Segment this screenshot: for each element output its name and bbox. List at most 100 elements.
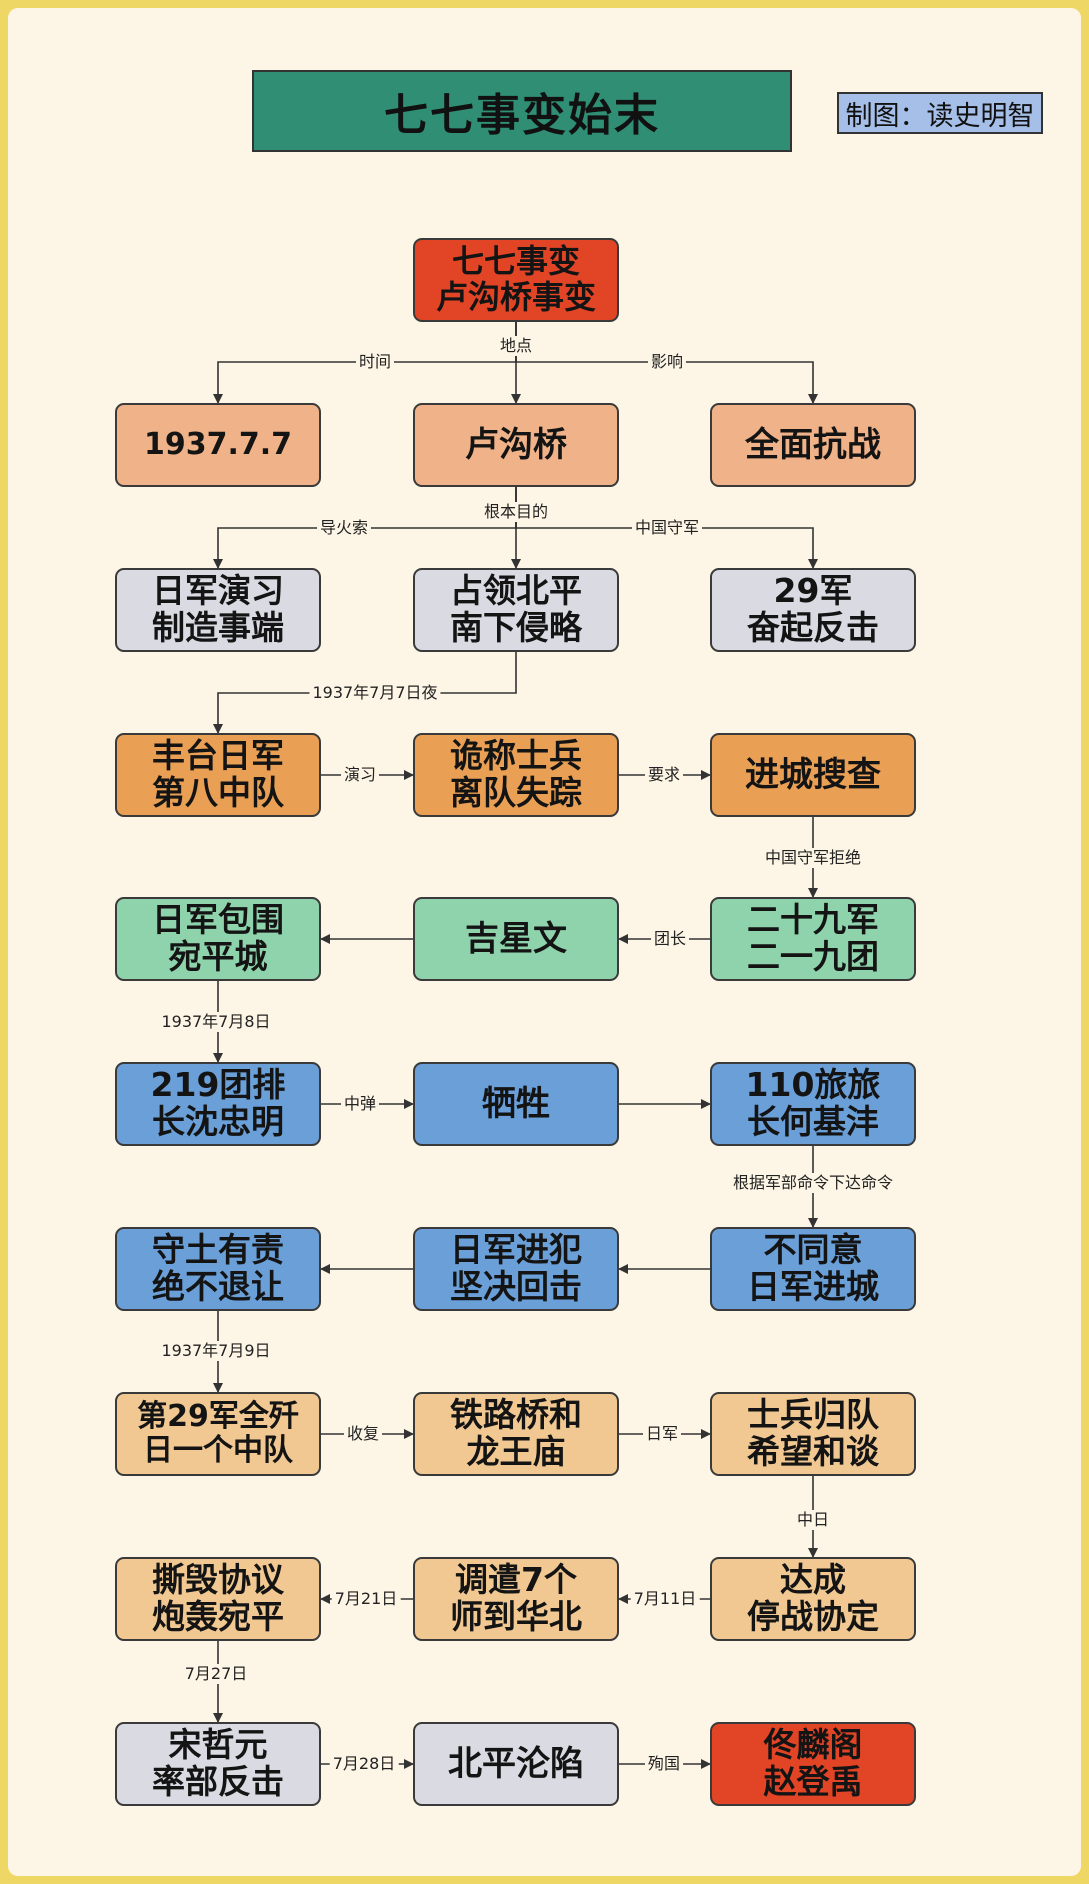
edge-label-song-fall: 7月28日 — [329, 1754, 399, 1774]
edge-label-divisions-tear: 7月21日 — [331, 1589, 401, 1609]
edge-label-defend-annihilate: 1937年7月9日 — [158, 1341, 274, 1361]
edge-label-reg219-ji: 团长 — [650, 929, 690, 949]
node-text-line: 不同意 — [763, 1230, 863, 1270]
node-text-line: 日军包围 — [152, 900, 284, 940]
node-text-line: 坚决回击 — [450, 1267, 582, 1306]
node-reg219: 二十九军二一九团 — [710, 897, 916, 981]
edge-label-place-army29: 中国守军 — [631, 518, 703, 538]
node-text-line: 制造事端 — [152, 608, 284, 647]
node-text-line: 日一个中队 — [143, 1433, 293, 1468]
page-title: 七七事变始末 — [252, 70, 792, 152]
node-text-line: 第29军全歼 — [137, 1399, 299, 1435]
node-fall: 北平沦陷 — [413, 1722, 619, 1806]
node-defend: 守土有责绝不退让 — [115, 1227, 321, 1311]
node-text-line: 日军进城 — [747, 1267, 879, 1306]
node-text-line: 卢沟桥事变 — [435, 278, 596, 316]
node-text-line: 长何基沣 — [747, 1102, 879, 1141]
node-text-line: 全面抗战 — [745, 424, 881, 465]
node-text-line: 宋哲元 — [168, 1725, 268, 1765]
node-refuse: 不同意日军进城 — [710, 1227, 916, 1311]
node-peace: 士兵归队希望和谈 — [710, 1392, 916, 1476]
node-drill: 日军演习制造事端 — [115, 568, 321, 652]
node-text-line: 师到华北 — [450, 1597, 582, 1636]
node-fengtai: 丰台日军第八中队 — [115, 733, 321, 817]
node-impact: 全面抗战 — [710, 403, 916, 487]
node-tear: 撕毁协议炮轰宛平 — [115, 1557, 321, 1641]
node-text-line: 炮轰宛平 — [152, 1597, 284, 1636]
node-ceasefire: 达成停战协定 — [710, 1557, 916, 1641]
node-text-line: 日军进犯 — [450, 1230, 582, 1270]
edge-label-fengtai-missing: 演习 — [340, 765, 380, 785]
node-search: 进城搜查 — [710, 733, 916, 817]
node-text-line: 七七事变 — [451, 242, 580, 281]
node-missing: 诡称士兵离队失踪 — [413, 733, 619, 817]
node-text-line: 29军 — [773, 571, 853, 611]
node-text-line: 牺牲 — [482, 1083, 550, 1124]
node-text-line: 宛平城 — [168, 937, 268, 976]
edge-label-fall-martyrs: 殉国 — [644, 1754, 684, 1774]
node-text-line: 卢沟桥 — [465, 424, 567, 465]
edge-label-missing-search: 要求 — [644, 765, 684, 785]
node-text-line: 调遣7个 — [455, 1560, 577, 1600]
node-text-line: 长沈忠明 — [152, 1102, 284, 1141]
edge-label-bridge-peace: 日军 — [642, 1424, 682, 1444]
node-bridge: 铁路桥和龙王庙 — [413, 1392, 619, 1476]
node-text-line: 二十九军 — [747, 900, 879, 940]
node-text-line: 铁路桥和 — [450, 1395, 582, 1435]
node-annihilate: 第29军全歼日一个中队 — [115, 1392, 321, 1476]
node-root: 七七事变卢沟桥事变 — [413, 238, 619, 322]
node-place: 卢沟桥 — [413, 403, 619, 487]
node-text-line: 龙王庙 — [466, 1432, 566, 1471]
node-text-line: 离队失踪 — [450, 773, 582, 812]
node-text-line: 日军演习 — [152, 571, 284, 611]
node-text-line: 第八中队 — [152, 773, 284, 812]
node-ji: 吉星文 — [413, 897, 619, 981]
edge-label-he-refuse: 根据军部命令下达命令 — [729, 1173, 897, 1193]
node-text-line: 绝不退让 — [152, 1267, 284, 1306]
node-text-line: 占领北平 — [450, 571, 582, 611]
node-text-line: 110旅旅 — [745, 1065, 881, 1105]
node-text-line: 奋起反击 — [747, 608, 879, 647]
node-siege: 日军包围宛平城 — [115, 897, 321, 981]
node-text-line: 丰台日军 — [152, 736, 284, 776]
node-text-line: 达成 — [780, 1560, 846, 1600]
edge-label-root-impact: 影响 — [647, 352, 687, 372]
node-shen: 219团排长沈忠明 — [115, 1062, 321, 1146]
edge-label-place-goal: 根本目的 — [480, 502, 552, 522]
node-he: 110旅旅长何基沣 — [710, 1062, 916, 1146]
node-text-line: 南下侵略 — [450, 608, 582, 647]
node-martyrs: 佟麟阁赵登禹 — [710, 1722, 916, 1806]
node-text-line: 赵登禹 — [763, 1762, 863, 1801]
node-text-line: 佟麟阁 — [763, 1725, 863, 1765]
edge-label-siege-shen: 1937年7月8日 — [158, 1012, 274, 1032]
node-song: 宋哲元率部反击 — [115, 1722, 321, 1806]
edge-label-goal-fengtai: 1937年7月7日夜 — [309, 683, 441, 703]
node-text-line: 希望和谈 — [747, 1432, 879, 1471]
edge-label-search-reg219: 中国守军拒绝 — [761, 848, 865, 868]
edge-label-ceasefire-divisions: 7月11日 — [630, 1589, 700, 1609]
node-text-line: 219团排 — [150, 1065, 286, 1105]
node-text-line: 率部反击 — [152, 1762, 284, 1801]
node-text-line: 撕毁协议 — [152, 1560, 284, 1600]
edge-label-place-drill: 导火索 — [316, 518, 372, 538]
edge-label-root-place: 地点 — [496, 336, 536, 356]
node-divisions: 调遣7个师到华北 — [413, 1557, 619, 1641]
edge-label-annihilate-bridge: 收复 — [343, 1424, 383, 1444]
node-text-line: 吉星文 — [465, 918, 567, 959]
node-text-line: 诡称士兵 — [450, 736, 582, 776]
edge-label-tear-song: 7月27日 — [181, 1664, 251, 1684]
node-army29: 29军奋起反击 — [710, 568, 916, 652]
node-text-line: 停战协定 — [747, 1597, 879, 1636]
node-goal: 占领北平南下侵略 — [413, 568, 619, 652]
edge-label-shen-sacrifice: 中弹 — [340, 1094, 380, 1114]
node-time: 1937.7.7 — [115, 403, 321, 487]
credit-badge: 制图：读史明智 — [837, 92, 1043, 134]
node-text-line: 1937.7.7 — [143, 427, 293, 463]
node-counter: 日军进犯坚决回击 — [413, 1227, 619, 1311]
edge-label-root-time: 时间 — [355, 352, 395, 372]
node-text-line: 士兵归队 — [747, 1395, 879, 1435]
node-sacrifice: 牺牲 — [413, 1062, 619, 1146]
node-text-line: 进城搜查 — [745, 754, 881, 795]
edge-label-peace-ceasefire: 中日 — [793, 1510, 833, 1530]
node-text-line: 守土有责 — [152, 1230, 284, 1270]
